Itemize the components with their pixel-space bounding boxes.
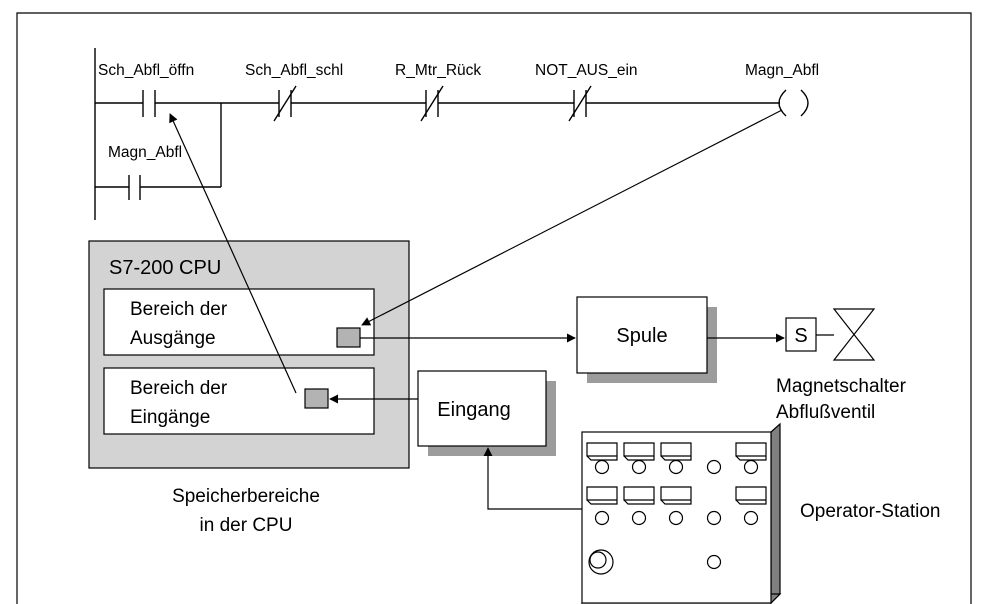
arrow-input-to-contact — [169, 113, 297, 394]
panel-key-button-icon — [660, 442, 692, 461]
contact-nc-2 — [273, 85, 297, 122]
coil-label-magn-abfl: Magn_Abfl — [745, 62, 819, 79]
panel-indicator-lamp-icon — [706, 459, 722, 475]
panel-key-button-icon — [586, 442, 618, 461]
cpu-title: S7-200 CPU — [109, 257, 221, 279]
ladder-diagram — [94, 48, 809, 220]
panel-indicator-lamp-icon — [706, 510, 722, 526]
panel-indicator-lamp-icon — [594, 459, 610, 475]
hold-branch — [95, 103, 222, 200]
operator-station — [580, 422, 782, 604]
contact-label-not-aus-ein: NOT_AUS_ein — [535, 62, 638, 79]
coil — [778, 89, 809, 117]
panel-key-button-icon — [735, 442, 767, 461]
panel-indicator-lamp-icon — [743, 459, 759, 475]
panel-knob-inner-icon — [589, 551, 607, 569]
arrow-station-to-eingang — [483, 447, 582, 510]
panel-key-button-icon — [586, 486, 618, 505]
solenoid-box — [785, 317, 817, 352]
contact-label-sch-abfl-oeffn: Sch_Abfl_öffn — [98, 62, 194, 79]
valve-caption-line1: Magnetschalter — [776, 376, 907, 397]
output-memory-cell — [336, 327, 361, 348]
eingang-box — [417, 370, 547, 447]
operator-station-label: Operator-Station — [800, 501, 940, 522]
panel-side — [770, 422, 781, 604]
panel-indicator-lamp-icon — [631, 510, 647, 526]
panel-indicator-lamp-icon — [743, 510, 759, 526]
panel-indicator-lamp-icon — [668, 459, 684, 475]
hold-contact-label: Magn_Abfl — [108, 144, 182, 161]
outputs-line1: Bereich der — [130, 299, 228, 320]
valve-body-icon — [832, 308, 876, 361]
panel-indicator-lamp-icon — [668, 510, 684, 526]
inputs-area — [103, 367, 375, 435]
contact-nc-3 — [420, 85, 444, 122]
inputs-line1: Bereich der — [130, 378, 228, 399]
inputs-line2: Eingänge — [130, 407, 210, 428]
panel-key-button-icon — [660, 486, 692, 505]
panel-key-button-icon — [735, 486, 767, 505]
contact-no-1 — [142, 90, 156, 117]
arrow-coil-to-output — [361, 109, 783, 326]
frame-border — [16, 12, 972, 604]
panel-indicator-lamp-icon — [594, 510, 610, 526]
ladder-labels: Sch_Abfl_öffn Sch_Abfl_schl R_Mtr_Rück N… — [98, 62, 819, 161]
spule-box — [576, 296, 708, 374]
panel-key-button-icon — [623, 442, 655, 461]
panel-indicator-lamp-icon — [631, 459, 647, 475]
contact-label-r-mtr-rueck: R_Mtr_Rück — [395, 62, 481, 79]
panel-key-button-icon — [623, 486, 655, 505]
panel-indicator-lamp-icon — [706, 554, 722, 570]
spule-block: Spule — [576, 296, 717, 383]
solenoid-valve: S Magnetschalter Abflußventil — [776, 308, 907, 423]
contact-nc-4 — [568, 85, 592, 122]
eingang-block: Eingang — [417, 370, 556, 456]
outputs-line2: Ausgänge — [130, 328, 216, 349]
input-memory-cell — [304, 388, 329, 409]
solenoid-symbol: S — [794, 325, 807, 347]
spule-label: Spule — [616, 325, 667, 347]
panel-controls — [586, 442, 767, 575]
outputs-area — [103, 288, 375, 356]
eingang-label: Eingang — [437, 399, 510, 421]
cpu-block: S7-200 CPU Bereich der Ausgänge Bereich … — [88, 240, 410, 536]
contact-label-sch-abfl-schl: Sch_Abfl_schl — [245, 62, 343, 79]
connections — [169, 109, 785, 510]
cpu-caption-line2: in der CPU — [200, 515, 293, 536]
cpu-caption-line1: Speicherbereiche — [172, 486, 320, 507]
valve-caption-line2: Abflußventil — [776, 402, 875, 423]
